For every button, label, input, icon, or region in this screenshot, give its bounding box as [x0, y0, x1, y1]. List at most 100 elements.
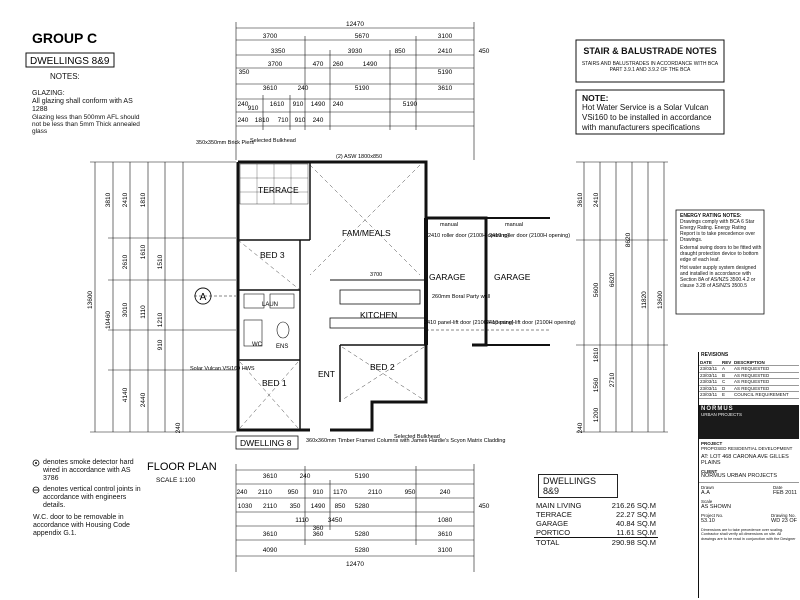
energy-notes-box: [675, 209, 765, 315]
dim-label: 450: [479, 503, 490, 510]
dim-label: 360: [313, 525, 324, 532]
rev-date: 23/03/11: [700, 379, 718, 384]
dim-label: 240: [313, 117, 324, 124]
rev-desc: AS REQUESTED: [734, 366, 770, 371]
room-fam-meals: FAM/MEALS: [342, 228, 391, 238]
rev-desc: AS REQUESTED: [734, 372, 770, 378]
note-columns: 360x360mm Timber Framed Columns with Jam…: [306, 438, 505, 444]
dim-label: 1810: [255, 117, 270, 124]
dim-label: 910: [293, 101, 304, 108]
rev-date: 23/03/11: [700, 366, 718, 371]
dim-label: 5190: [403, 101, 418, 108]
dim-label: 1200: [593, 407, 600, 422]
area-value: 290.98 SQ.M: [611, 538, 656, 547]
dim-label: 260: [333, 61, 344, 68]
dim-label: 1170: [333, 489, 347, 496]
revisions-header: DATE REV DESCRIPTION: [699, 359, 799, 366]
note-manual-left: manual: [440, 222, 458, 228]
left-dimension-labels: 13600 10460 3810 2410 2610 1810 1610 301…: [87, 192, 182, 433]
company-logo: NORMUS URBAN PROJECTS: [699, 404, 799, 439]
col-date: DATE: [700, 359, 712, 365]
dim-label: 3610: [438, 531, 453, 538]
dim-label: 4140: [122, 387, 129, 402]
table-row: TOTAL 290.98 SQ.M: [534, 538, 658, 547]
dim-label: 850: [335, 503, 346, 510]
hws-note-text: Hot Water Service is a Solar Vulcan VSi1…: [582, 103, 712, 132]
dim-label: 3930: [348, 48, 363, 55]
dim-label: 3700: [263, 33, 278, 40]
plan-annotations: 350x350mm Brick Piers Selected Bulkhead …: [190, 138, 576, 444]
dim-overall-bottom: 12470: [346, 561, 364, 568]
dim-label: 13600: [657, 291, 664, 309]
client-value: NORMUS URBAN PROJECTS: [701, 473, 778, 479]
energy-notes-text-1: Drawings comply with BCA 6 Star Energy R…: [680, 219, 756, 243]
dim-label: 6620: [609, 272, 616, 287]
dim-label: 3610: [438, 85, 453, 92]
dim-label: 240: [237, 489, 248, 496]
energy-notes-text-3: Hot water supply system designed and ins…: [680, 265, 757, 289]
dim-label: 240: [440, 489, 451, 496]
dim-label: 240: [333, 101, 344, 108]
room-labels: TERRACE FAM/MEALS BED 3 GARAGE GARAGE KI…: [252, 185, 531, 388]
dim-label: 1210: [157, 312, 164, 327]
dwelling-label-box: [235, 435, 299, 450]
dim-label: 1490: [311, 503, 326, 510]
legend-wc: W.C. door to be removable in accordance …: [33, 514, 130, 537]
floor-plan-title: FLOOR PLAN: [147, 461, 217, 473]
dwellings-label-box: [25, 52, 115, 68]
project-value: PROPOSED RESIDENTIAL DEVELOPMENT: [701, 446, 793, 451]
dim-label: 1080: [438, 517, 453, 524]
rev-desc: AS REQUESTED: [734, 385, 770, 391]
group-title: GROUP C: [32, 30, 97, 46]
room-garage-right: GARAGE: [494, 272, 531, 282]
note-manual-right: manual: [505, 222, 523, 228]
stair-notes-title: STAIR & BALUSTRADE NOTES: [583, 46, 717, 56]
rev-code: B: [722, 372, 726, 378]
dim-label: 2710: [609, 372, 616, 387]
scale-row: Scale AS SHOWN: [699, 497, 799, 511]
hws-note-box: [575, 89, 725, 135]
dim-label: 1490: [363, 61, 378, 68]
dim-label: 4090: [263, 547, 278, 554]
dim-label: 2110: [263, 503, 277, 510]
dim-label: 450: [479, 48, 490, 55]
note-panel-lift-left: 2410 panel-lift door (2100H opening): [424, 320, 514, 326]
energy-notes-title: ENERGY RATING NOTES:: [680, 213, 742, 219]
floor-plan-scale: SCALE 1:100: [156, 477, 196, 484]
dim-label: 240: [298, 85, 309, 92]
dim-label: 5190: [438, 69, 453, 76]
bottom-dimension-labels: 3610 240 5190 240 2110 950 910 1170 2110…: [237, 473, 490, 568]
area-value: 216.26 SQ.M: [611, 501, 656, 510]
project-no-label: Project No.: [701, 512, 724, 518]
note-asw-top: (2) ASW 1800x850: [336, 154, 382, 160]
note-party-wall: 260mm Boral Party wall: [432, 294, 490, 300]
room-bed1: BED 1: [262, 378, 287, 388]
dim-label: 1490: [311, 101, 326, 108]
rev-code: C: [722, 379, 726, 384]
legend-smoke: denotes smoke detector hard wired in acc…: [43, 459, 134, 482]
area-label: TOTAL: [536, 538, 560, 547]
glazing-note-1: All glazing shall conform with AS 1288: [32, 98, 133, 113]
area-value: 11.61 SQ.M: [616, 528, 656, 537]
dim-label: 5600: [593, 282, 600, 297]
dim-label: 2410: [438, 48, 453, 55]
rev-desc: COUNCIL REQUIREMENT: [734, 392, 789, 397]
note-panel-lift-right: 2410 panel-lift door (2100H opening): [486, 320, 576, 326]
note-bulkhead-bottom: Selected Bulkhead: [394, 434, 440, 440]
dim-label: 240: [300, 473, 311, 480]
drawn-value: A.A: [701, 490, 710, 496]
room-wc: WC: [252, 342, 263, 348]
dim-label: 10460: [105, 311, 112, 329]
dim-label: 240: [238, 101, 249, 108]
dim-label: 5190: [355, 85, 370, 92]
area-table-title: DWELLINGS 8&9: [538, 474, 618, 498]
dim-label: 3350: [271, 48, 286, 55]
dim-label: 5280: [355, 547, 370, 554]
